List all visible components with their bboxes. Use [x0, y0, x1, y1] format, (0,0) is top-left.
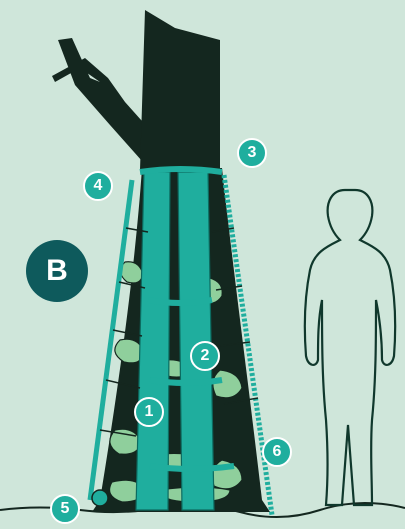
callout-3: 3: [237, 138, 267, 168]
tree-trunk-upper: [140, 10, 220, 170]
callout-2: 2: [190, 341, 220, 371]
section-badge: B: [26, 240, 88, 302]
broken-branch: [52, 38, 150, 170]
callout-6: 6: [262, 437, 292, 467]
person-silhouette: [305, 190, 395, 505]
callout-5: 5: [50, 494, 80, 524]
ground-anchor: [92, 490, 108, 506]
callout-1: 1: [134, 397, 164, 427]
callout-4: 4: [83, 171, 113, 201]
